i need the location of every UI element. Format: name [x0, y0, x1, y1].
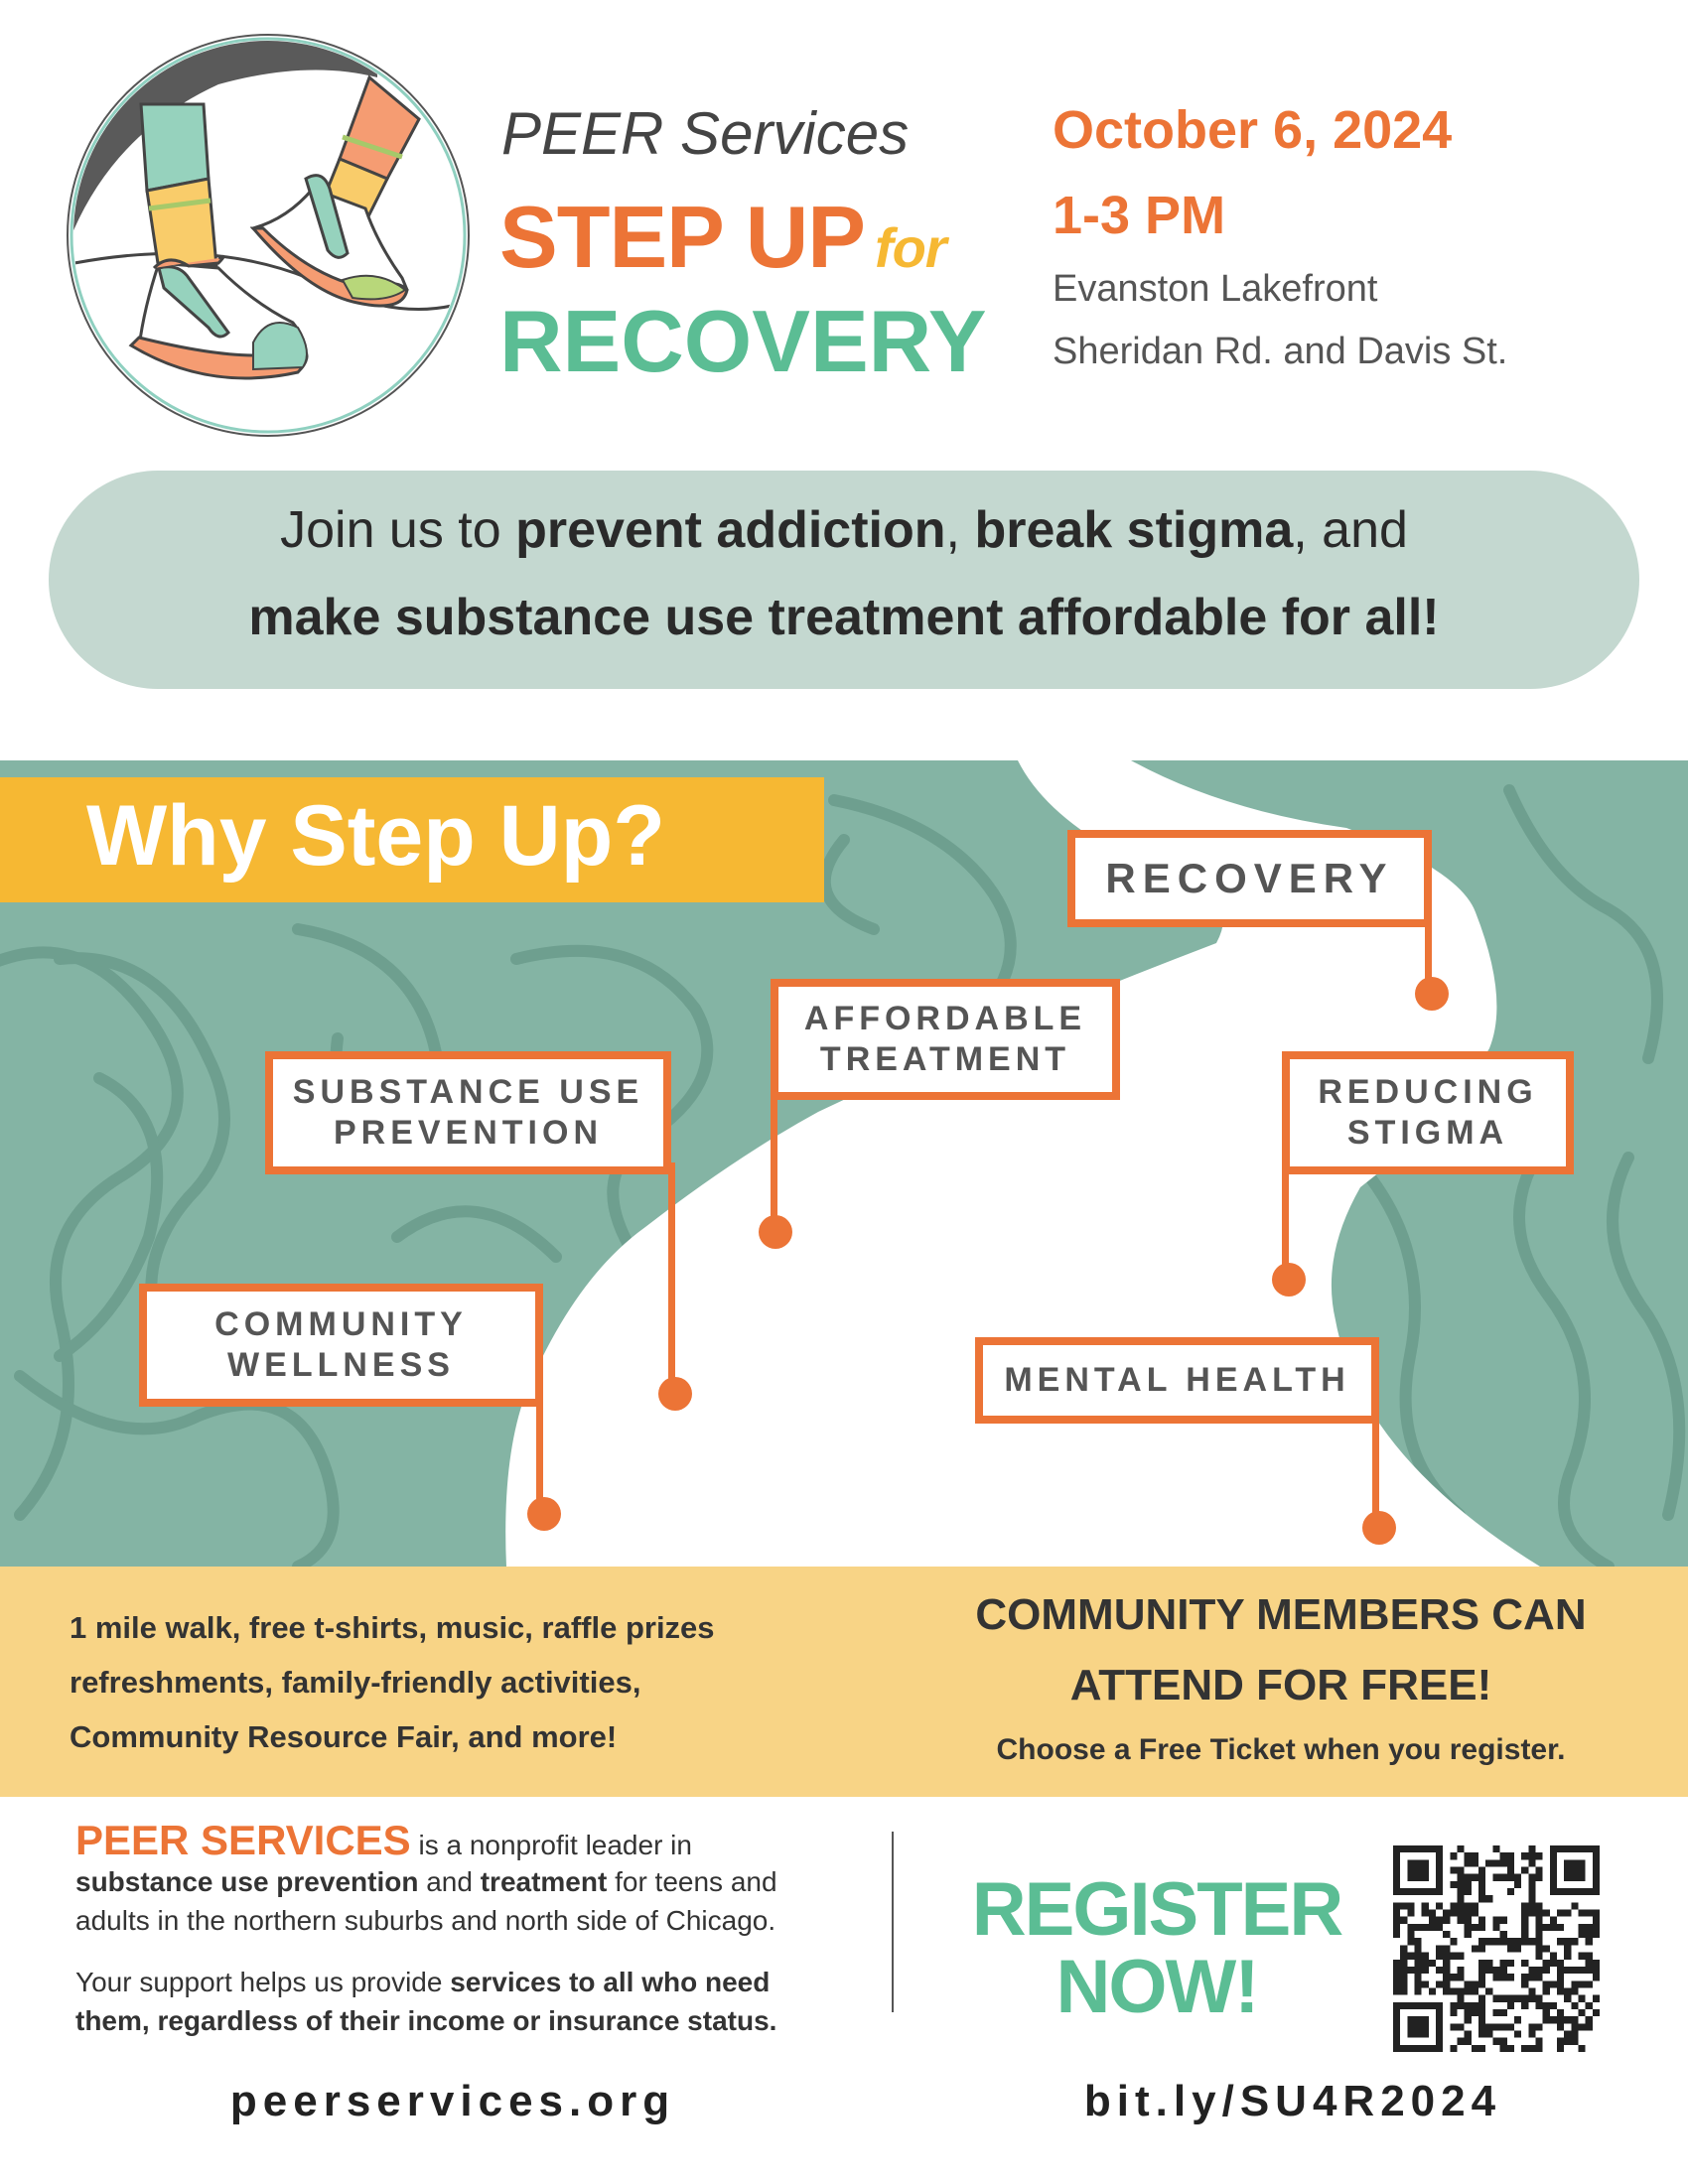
- event-title-recovery: RECOVERY: [499, 292, 987, 390]
- register-now-line-2: NOW!: [1055, 1945, 1259, 2029]
- org-name: PEER Services: [501, 100, 910, 167]
- mission-bold: break stigma: [974, 501, 1294, 559]
- register-now-line-1: REGISTER: [971, 1867, 1344, 1952]
- ticket-note: Choose a Free Ticket when you register.: [996, 1733, 1566, 1766]
- flag-label: WELLNESS: [227, 1346, 455, 1384]
- flag-marker-dot: [658, 1377, 692, 1411]
- walking-shoes-logo: [67, 34, 470, 437]
- mission-line-2: make substance use treatment affordable …: [248, 589, 1440, 646]
- event-details-band: 1 mile walk, free t-shirts, music, raffl…: [0, 1567, 1688, 1797]
- title-for: for: [874, 216, 947, 279]
- flag-label: MENTAL HEALTH: [1004, 1361, 1350, 1400]
- title-step: STEP UP: [499, 188, 866, 286]
- flag-label: REDUCING: [1318, 1073, 1538, 1112]
- support-text: Your support helps us provide: [75, 1967, 451, 1997]
- about-text: for teens and: [607, 1866, 777, 1897]
- flag-marker-dot: [1362, 1511, 1396, 1545]
- flag-pole: [1282, 1162, 1289, 1277]
- registration-short-link[interactable]: bit.ly/SU4R2024: [1083, 2077, 1502, 2125]
- mission-text: Join us to: [280, 501, 516, 559]
- event-address: Sheridan Rd. and Davis St.: [1053, 331, 1508, 372]
- flag-label: SUBSTANCE USE: [292, 1073, 644, 1112]
- about-line-1: PEER SERVICES is a nonprofit leader in: [75, 1817, 692, 1864]
- activities-line: 1 mile walk, free t-shirts, music, raffl…: [70, 1610, 715, 1645]
- about-org-name: PEER SERVICES: [75, 1817, 411, 1863]
- about-line-3: adults in the northern suburbs and north…: [75, 1905, 776, 1936]
- event-time: 1-3 PM: [1053, 186, 1226, 245]
- website-link[interactable]: peerservices.org: [229, 2077, 676, 2125]
- mission-banner: Join us to prevent addiction, break stig…: [49, 471, 1639, 689]
- about-line-2: substance use prevention and treatment f…: [75, 1866, 777, 1898]
- flag-pole: [668, 1162, 675, 1391]
- flag-recovery: RECOVERY: [1067, 830, 1432, 927]
- activities-line: Community Resource Fair, and more!: [70, 1719, 618, 1754]
- mission-line-1: Join us to prevent addiction, break stig…: [49, 500, 1639, 560]
- why-step-up-heading: Why Step Up?: [86, 788, 665, 884]
- why-step-up-heading-box: Why Step Up?: [0, 777, 824, 902]
- mission-text: , and: [1293, 501, 1408, 559]
- free-attendance-heading: COMMUNITY MEMBERS CAN: [975, 1590, 1587, 1639]
- flag-label: STIGMA: [1346, 1114, 1509, 1152]
- flag-pole: [536, 1396, 543, 1515]
- flag-mental-health: MENTAL HEALTH: [975, 1337, 1379, 1424]
- mission-bold: prevent addiction: [515, 501, 946, 559]
- free-attendance-heading-2: ATTEND FOR FREE!: [1069, 1661, 1492, 1709]
- support-line-1: Your support helps us provide services t…: [75, 1967, 770, 1998]
- about-text: and: [418, 1866, 481, 1897]
- flag-pole: [1372, 1416, 1379, 1530]
- support-line-2: them, regardless of their income or insu…: [75, 2005, 777, 2036]
- flag-label: AFFORDABLE: [803, 1000, 1087, 1038]
- activities-line: refreshments, family-friendly activities…: [70, 1665, 641, 1700]
- qr-code[interactable]: [1393, 1845, 1600, 2052]
- flag-marker-dot: [1415, 977, 1449, 1011]
- support-bold: services to all who need: [450, 1967, 771, 1997]
- mission-text: ,: [945, 501, 975, 559]
- flag-label: PREVENTION: [333, 1114, 604, 1152]
- flag-label: COMMUNITY: [214, 1305, 468, 1344]
- event-date: October 6, 2024: [1053, 100, 1453, 160]
- flag-label: RECOVERY: [1105, 854, 1394, 901]
- flag-marker-dot: [1272, 1263, 1306, 1297]
- about-bold: substance use prevention: [75, 1866, 419, 1897]
- flag-marker-dot: [759, 1215, 792, 1249]
- event-location: Evanston Lakefront: [1053, 268, 1378, 310]
- flag-marker-dot: [527, 1497, 561, 1531]
- divider: [892, 1832, 894, 2012]
- flag-pole: [1425, 919, 1432, 994]
- flag-label: TREATMENT: [819, 1040, 1071, 1078]
- about-bold: treatment: [480, 1866, 608, 1897]
- about-text: is a nonprofit leader in: [410, 1830, 692, 1860]
- flag-pole: [771, 1088, 777, 1232]
